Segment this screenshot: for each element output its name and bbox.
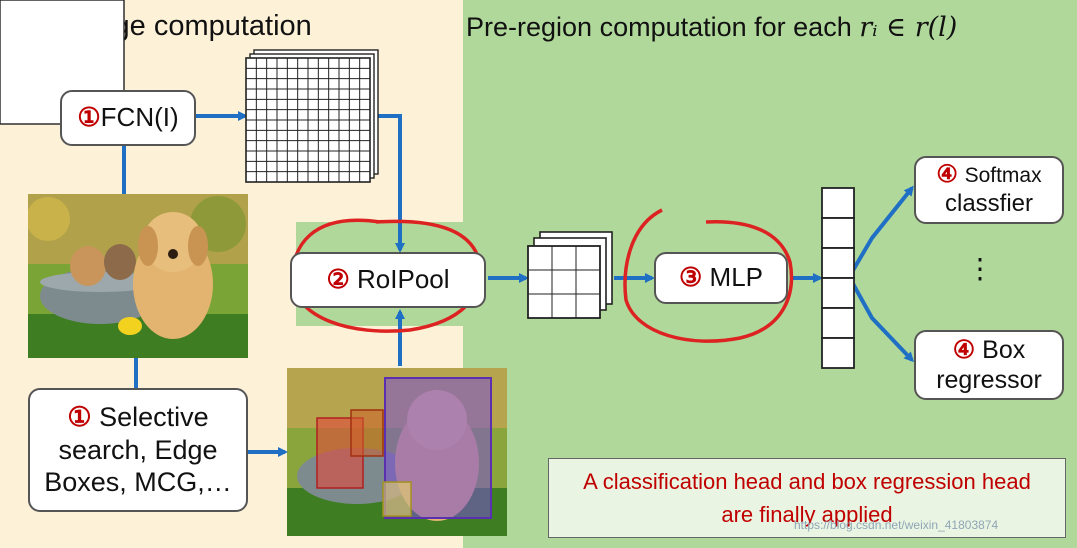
region-proposals-photo bbox=[287, 368, 507, 536]
feature-vector bbox=[821, 187, 855, 369]
step4a-number: ④ bbox=[936, 161, 958, 189]
step1-number: ① bbox=[77, 102, 101, 133]
vector-to-softmax-arrow bbox=[850, 185, 914, 274]
feature-map-stack bbox=[0, 0, 379, 183]
mlp-highlight-circle bbox=[623, 208, 794, 343]
watermark: https://blog.csdn.net/weixin_41803874 bbox=[794, 518, 999, 532]
ellipsis: ⋮ bbox=[966, 253, 994, 284]
step4b-number: ④ bbox=[952, 336, 976, 364]
selective-line2: search, Edge bbox=[58, 434, 218, 465]
fcn-box: ① FCN(I) bbox=[60, 90, 196, 146]
roipool-box: ② RoIPool bbox=[290, 252, 486, 308]
box-line1: Box bbox=[982, 336, 1026, 364]
summary-note: A classification head and box regression… bbox=[548, 458, 1066, 538]
featuremap-to-roipool-arrow bbox=[378, 114, 405, 253]
selective-line3: Boxes, MCG,… bbox=[44, 467, 232, 498]
pre-region-math: rᵢ ∈ r(l) bbox=[859, 12, 958, 43]
step2-number: ② bbox=[326, 264, 350, 295]
box-regressor-box: ④ Box regressor bbox=[914, 330, 1064, 400]
step1b-number: ① bbox=[67, 402, 92, 433]
fcn-label: FCN(I) bbox=[100, 102, 179, 133]
selective-search-box: ① Selective search, Edge Boxes, MCG,… bbox=[28, 388, 248, 512]
mlp-label: MLP bbox=[709, 262, 763, 293]
pre-region-title: Pre-region computation for each rᵢ ∈ r(l… bbox=[466, 12, 957, 43]
note-line2: are finally applied bbox=[721, 502, 893, 527]
step3-number: ③ bbox=[678, 262, 703, 293]
pooled-grid-stack bbox=[527, 231, 613, 319]
roipool-highlight-circle bbox=[290, 218, 483, 333]
box-line2: regressor bbox=[936, 366, 1042, 394]
softmax-classifier-box: ④ Softmax classfier bbox=[914, 156, 1064, 224]
pre-region-title-text: Pre-region computation for each bbox=[466, 12, 860, 42]
selective-line1: Selective bbox=[99, 402, 209, 433]
puppy-kittens-photo bbox=[28, 194, 248, 358]
input-image bbox=[28, 194, 248, 358]
region-proposals-image bbox=[287, 368, 507, 536]
softmax-line2: classfier bbox=[944, 190, 1034, 217]
note-line1: A classification head and box regression… bbox=[583, 469, 1031, 494]
mlp-box: ③ MLP bbox=[654, 252, 788, 304]
softmax-line1: Softmax bbox=[964, 164, 1042, 188]
roipool-label: RoIPool bbox=[357, 264, 450, 295]
vector-to-box-arrow bbox=[850, 281, 915, 363]
